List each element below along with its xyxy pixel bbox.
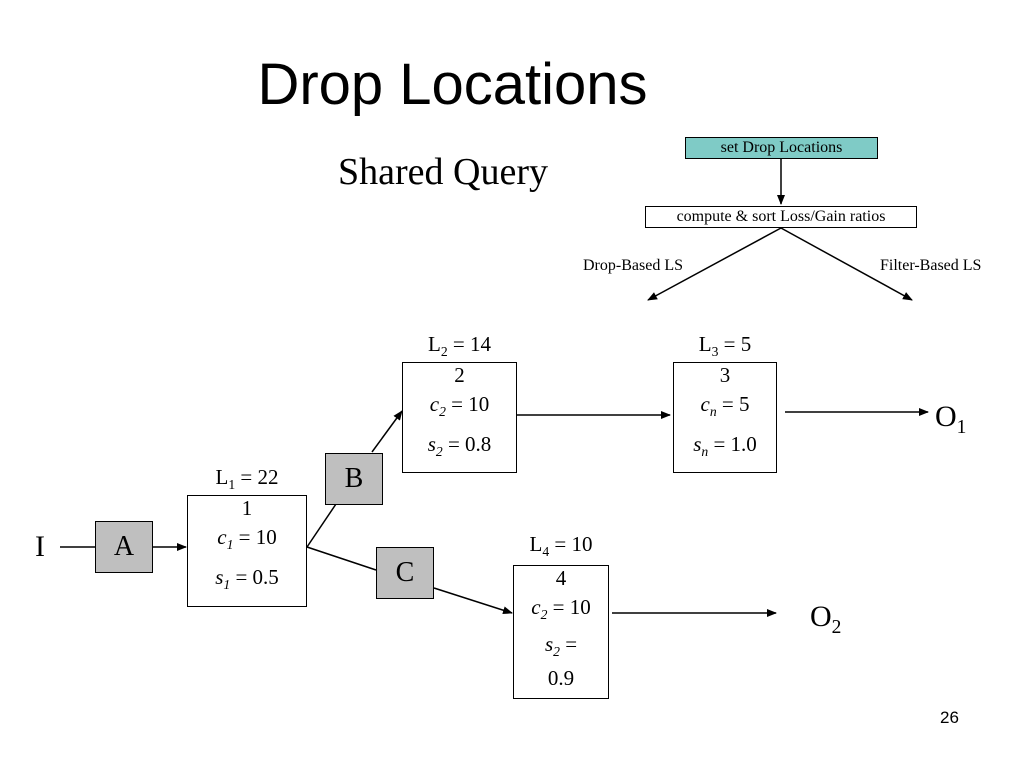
- output-label-o2: O2: [810, 600, 842, 638]
- filter-box-a: A: [95, 521, 153, 573]
- operator-cost: c1 = 10: [217, 525, 277, 553]
- edge-c-to-op4: [433, 587, 513, 615]
- edge-b-to-op2: [371, 410, 403, 453]
- flow-box-set-drop-locations: set Drop Locations: [685, 137, 878, 159]
- load-label-op4: L4 = 10: [529, 532, 593, 560]
- filter-box-c: C: [376, 547, 434, 599]
- load-label-op3: L3 = 5: [698, 332, 752, 360]
- input-label: I: [35, 530, 45, 563]
- operator-box-2: 2 c2 = 10 s2 = 0.8: [402, 362, 517, 473]
- operator-id: 3: [719, 363, 731, 387]
- edge-op1-to-c: [306, 546, 377, 571]
- operator-id: 4: [555, 566, 567, 590]
- load-label-op1: L1 = 22: [215, 465, 279, 493]
- page-number: 26: [940, 708, 959, 727]
- load-label-op2: L2 = 14: [428, 332, 491, 360]
- filter-box-b: B: [325, 453, 383, 505]
- operator-selectivity: s2 =0.9: [544, 632, 578, 691]
- branch-label-drop-based: Drop-Based LS: [583, 257, 683, 274]
- operator-id: 2: [454, 363, 465, 387]
- operator-box-4: 4 c2 = 10 s2 =0.9: [513, 565, 609, 699]
- flow-arrow-drop-based: [647, 227, 782, 301]
- output-label-o1: O1: [935, 400, 967, 438]
- slide-title: Drop Locations: [257, 52, 648, 117]
- operator-selectivity: s1 = 0.5: [215, 565, 279, 593]
- operator-box-3: 3 cn = 5 sn = 1.0: [673, 362, 777, 473]
- operator-cost: c2 = 10: [429, 392, 490, 420]
- operator-cost: c2 = 10: [531, 595, 591, 623]
- slide-subtitle: Shared Query: [338, 151, 548, 193]
- flow-arrow-filter-based: [780, 227, 913, 301]
- operator-selectivity: s2 = 0.8: [427, 432, 492, 460]
- operator-selectivity: sn = 1.0: [693, 432, 757, 460]
- edge-op1-to-b: [306, 503, 337, 548]
- branch-label-filter-based: Filter-Based LS: [880, 257, 982, 274]
- operator-id: 1: [241, 496, 253, 520]
- operator-cost: cn = 5: [700, 392, 750, 420]
- flow-box-compute-sort: compute & sort Loss/Gain ratios: [645, 206, 917, 228]
- operator-box-1: 1 c1 = 10 s1 = 0.5: [187, 495, 307, 607]
